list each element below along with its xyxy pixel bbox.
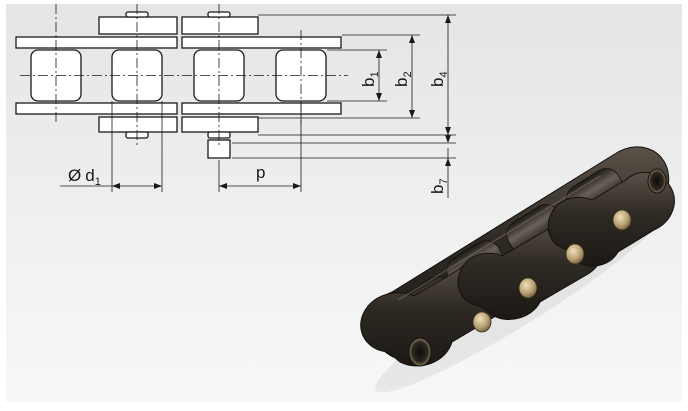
inner-plate-top-right bbox=[181, 16, 259, 35]
inner-plate-top-left bbox=[98, 16, 178, 35]
label-b4: b4 bbox=[428, 71, 450, 87]
inner-plate-bottom-left bbox=[98, 116, 178, 133]
pin-4 bbox=[612, 209, 632, 231]
chain-pins bbox=[472, 209, 632, 333]
pin-2 bbox=[518, 277, 538, 299]
label-b7: b7 bbox=[428, 178, 450, 194]
dimension-lines bbox=[60, 14, 456, 198]
roller-chain-photo bbox=[360, 146, 675, 393]
label-pitch: p bbox=[256, 163, 265, 182]
label-b1: b1 bbox=[359, 71, 381, 87]
end-hole-right bbox=[647, 168, 667, 194]
inner-plate-bottom-right bbox=[181, 116, 259, 133]
outer-plate-bottom-left bbox=[15, 102, 178, 115]
pin-end-extension bbox=[207, 139, 231, 159]
outer-plate-top-right bbox=[181, 36, 342, 49]
outer-plate-bottom-right bbox=[181, 102, 342, 115]
chain-front-plates bbox=[360, 171, 675, 367]
pin-1 bbox=[472, 311, 492, 333]
label-b2: b2 bbox=[392, 71, 414, 87]
pin-3 bbox=[565, 243, 585, 265]
end-hole-left bbox=[408, 337, 432, 367]
dimension-arrowheads bbox=[112, 15, 451, 189]
outer-plate-top-left bbox=[15, 36, 178, 49]
